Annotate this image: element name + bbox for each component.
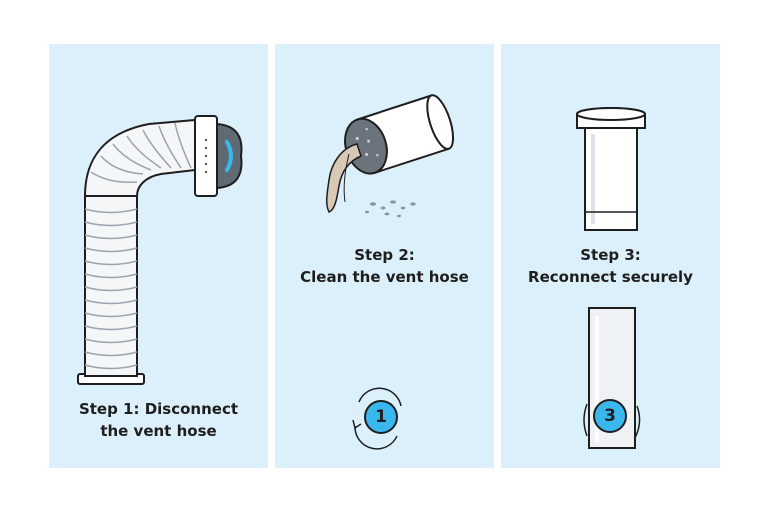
hose-vertical-section	[84, 193, 138, 377]
hose-elbow-section	[83, 118, 196, 197]
step-2-panel: Step 2: Clean the vent hose 1	[275, 44, 494, 468]
tilted-vent-tube	[344, 94, 455, 175]
step-2-subtitle: Clean the vent hose	[300, 268, 469, 286]
cycle-arrow-head	[352, 419, 362, 430]
falling-lint	[325, 143, 362, 213]
hose-cleaning-illustration	[325, 94, 455, 450]
step-3-caption: Step 3: Reconnect securely	[501, 244, 720, 288]
step-3-number-badge: 3	[593, 399, 627, 433]
step-2-title: Step 2:	[354, 246, 415, 264]
step-1-subtitle: the vent hose	[100, 422, 217, 440]
step-3-title: Step 3:	[580, 246, 641, 264]
motion-lines	[583, 403, 588, 437]
flexible-vent-hose-illustration	[77, 115, 243, 385]
lint-debris	[365, 200, 416, 218]
hose-ribs	[84, 122, 192, 370]
vent-airflow-highlight	[225, 140, 233, 172]
step-1-panel: Step 1: Disconnect the vent hose	[49, 44, 268, 468]
step-2-number-badge: 1	[364, 400, 398, 434]
cycle-arrow	[358, 387, 402, 407]
step-3-subtitle: Reconnect securely	[528, 268, 693, 286]
step-1-caption: Step 1: Disconnect the vent hose	[49, 398, 268, 442]
step-1-title: Step 1: Disconnect	[78, 400, 239, 418]
step-3-panel: Step 3: Reconnect securely 3	[501, 44, 720, 468]
step-2-caption: Step 2: Clean the vent hose	[275, 244, 494, 288]
